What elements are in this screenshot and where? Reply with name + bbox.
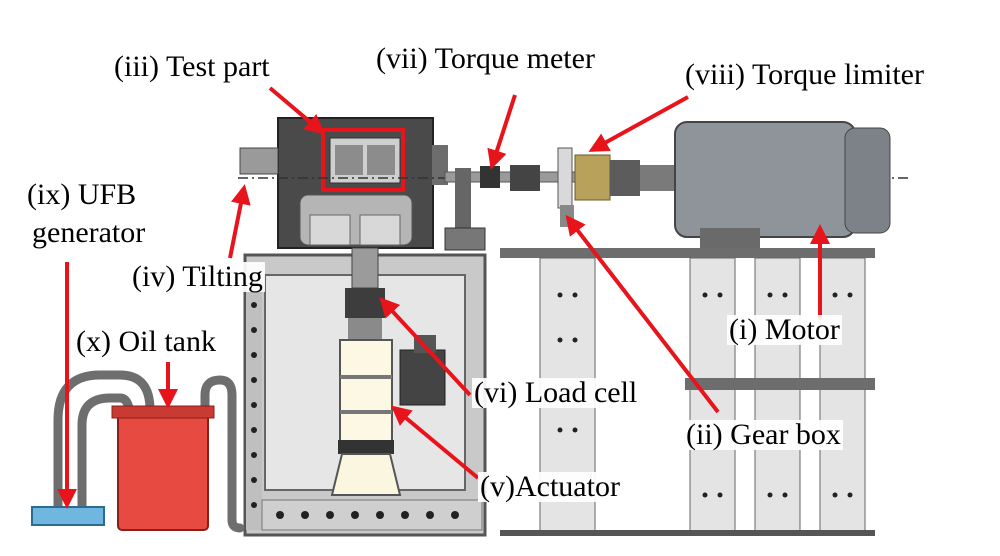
housing-dotted-frame <box>246 290 483 531</box>
arrow-tilting <box>228 184 251 259</box>
arrow-torque-meter <box>487 94 517 170</box>
torque-limiter-gearbox <box>557 147 680 227</box>
label-torque-meter: (vii) Torque meter <box>374 42 597 75</box>
arrow-actuator <box>390 405 480 480</box>
label-actuator: (v)Actuator <box>478 470 622 503</box>
actuator-column <box>330 247 446 496</box>
label-load-cell: (vi) Load cell <box>472 376 640 409</box>
test-part-assembly <box>239 117 448 249</box>
label-oil-tank: (x) Oil tank <box>74 325 218 358</box>
label-gear-box: (ii) Gear box <box>684 418 843 451</box>
arrow-gear-box <box>565 214 720 414</box>
label-ufb-generator-line1: (ix) UFB <box>25 178 139 211</box>
arrow-load-cell <box>379 297 472 397</box>
arrow-torque-limiter <box>588 95 689 152</box>
oil-tank <box>111 405 215 531</box>
label-test-part: (iii) Test part <box>112 50 272 83</box>
callout-arrows <box>57 86 830 509</box>
test-part-highlight-box <box>321 128 405 192</box>
label-ufb-generator-line2: generator <box>30 216 148 249</box>
label-motor: (i) Motor <box>727 313 842 346</box>
motor-body <box>674 121 891 248</box>
ufb-generator-base <box>31 506 105 526</box>
arrow-test-part <box>268 86 326 135</box>
label-tilting: (iv) Tilting <box>130 260 265 293</box>
label-torque-limiter: (viii) Torque limiter <box>683 58 926 91</box>
